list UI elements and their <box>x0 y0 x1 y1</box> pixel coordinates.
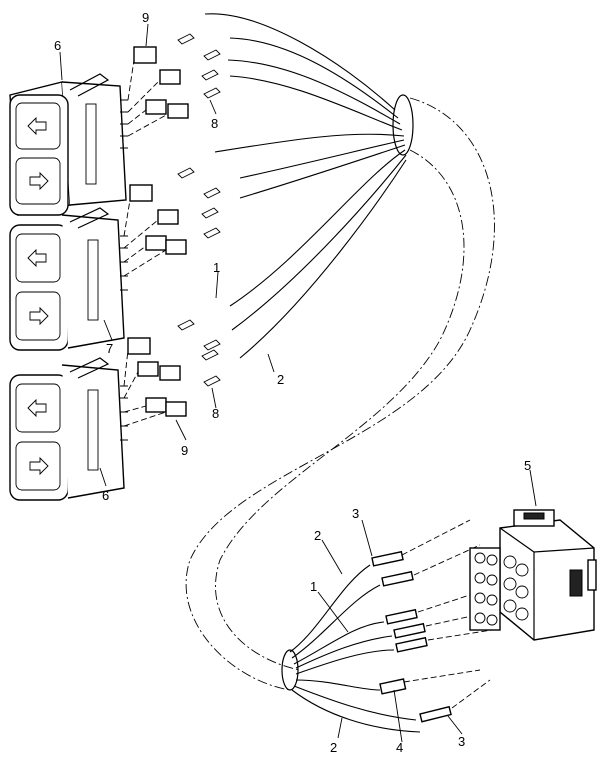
callout-1-top: 1 <box>213 260 220 275</box>
callout-8-mid: 8 <box>212 406 219 421</box>
callout-6-bottom: 6 <box>102 488 109 503</box>
lower-harness <box>281 519 493 733</box>
callout-2-mid: 2 <box>277 372 284 387</box>
callout-2-bottom: 2 <box>330 740 337 755</box>
callout-9-bottom: 9 <box>181 443 188 458</box>
callout-4: 4 <box>396 740 403 755</box>
callout-3-top: 3 <box>352 506 359 521</box>
callout-7: 7 <box>106 341 113 356</box>
callout-9-top: 9 <box>142 10 149 25</box>
rocker-switch-top <box>9 73 128 216</box>
callout-8-top: 8 <box>211 116 218 131</box>
callout-5: 5 <box>524 458 531 473</box>
terminal-housings-top <box>127 33 221 137</box>
callout-6-top: 6 <box>54 38 61 53</box>
callout-3-bottom: 3 <box>458 734 465 749</box>
multi-pin-connector <box>469 509 597 641</box>
callout-2-upper-left: 2 <box>314 528 321 543</box>
callout-labels: 9 6 8 1 7 2 8 9 6 5 3 2 1 2 4 3 <box>54 10 531 755</box>
leader-lines <box>59 23 537 743</box>
harness-wires <box>185 13 495 691</box>
callout-1-bottom: 1 <box>310 579 317 594</box>
terminal-housings-bottom <box>123 319 221 427</box>
rocker-switch-bottom <box>9 357 128 501</box>
rocker-switch-middle <box>9 207 128 351</box>
terminal-housings-middle <box>123 167 221 277</box>
